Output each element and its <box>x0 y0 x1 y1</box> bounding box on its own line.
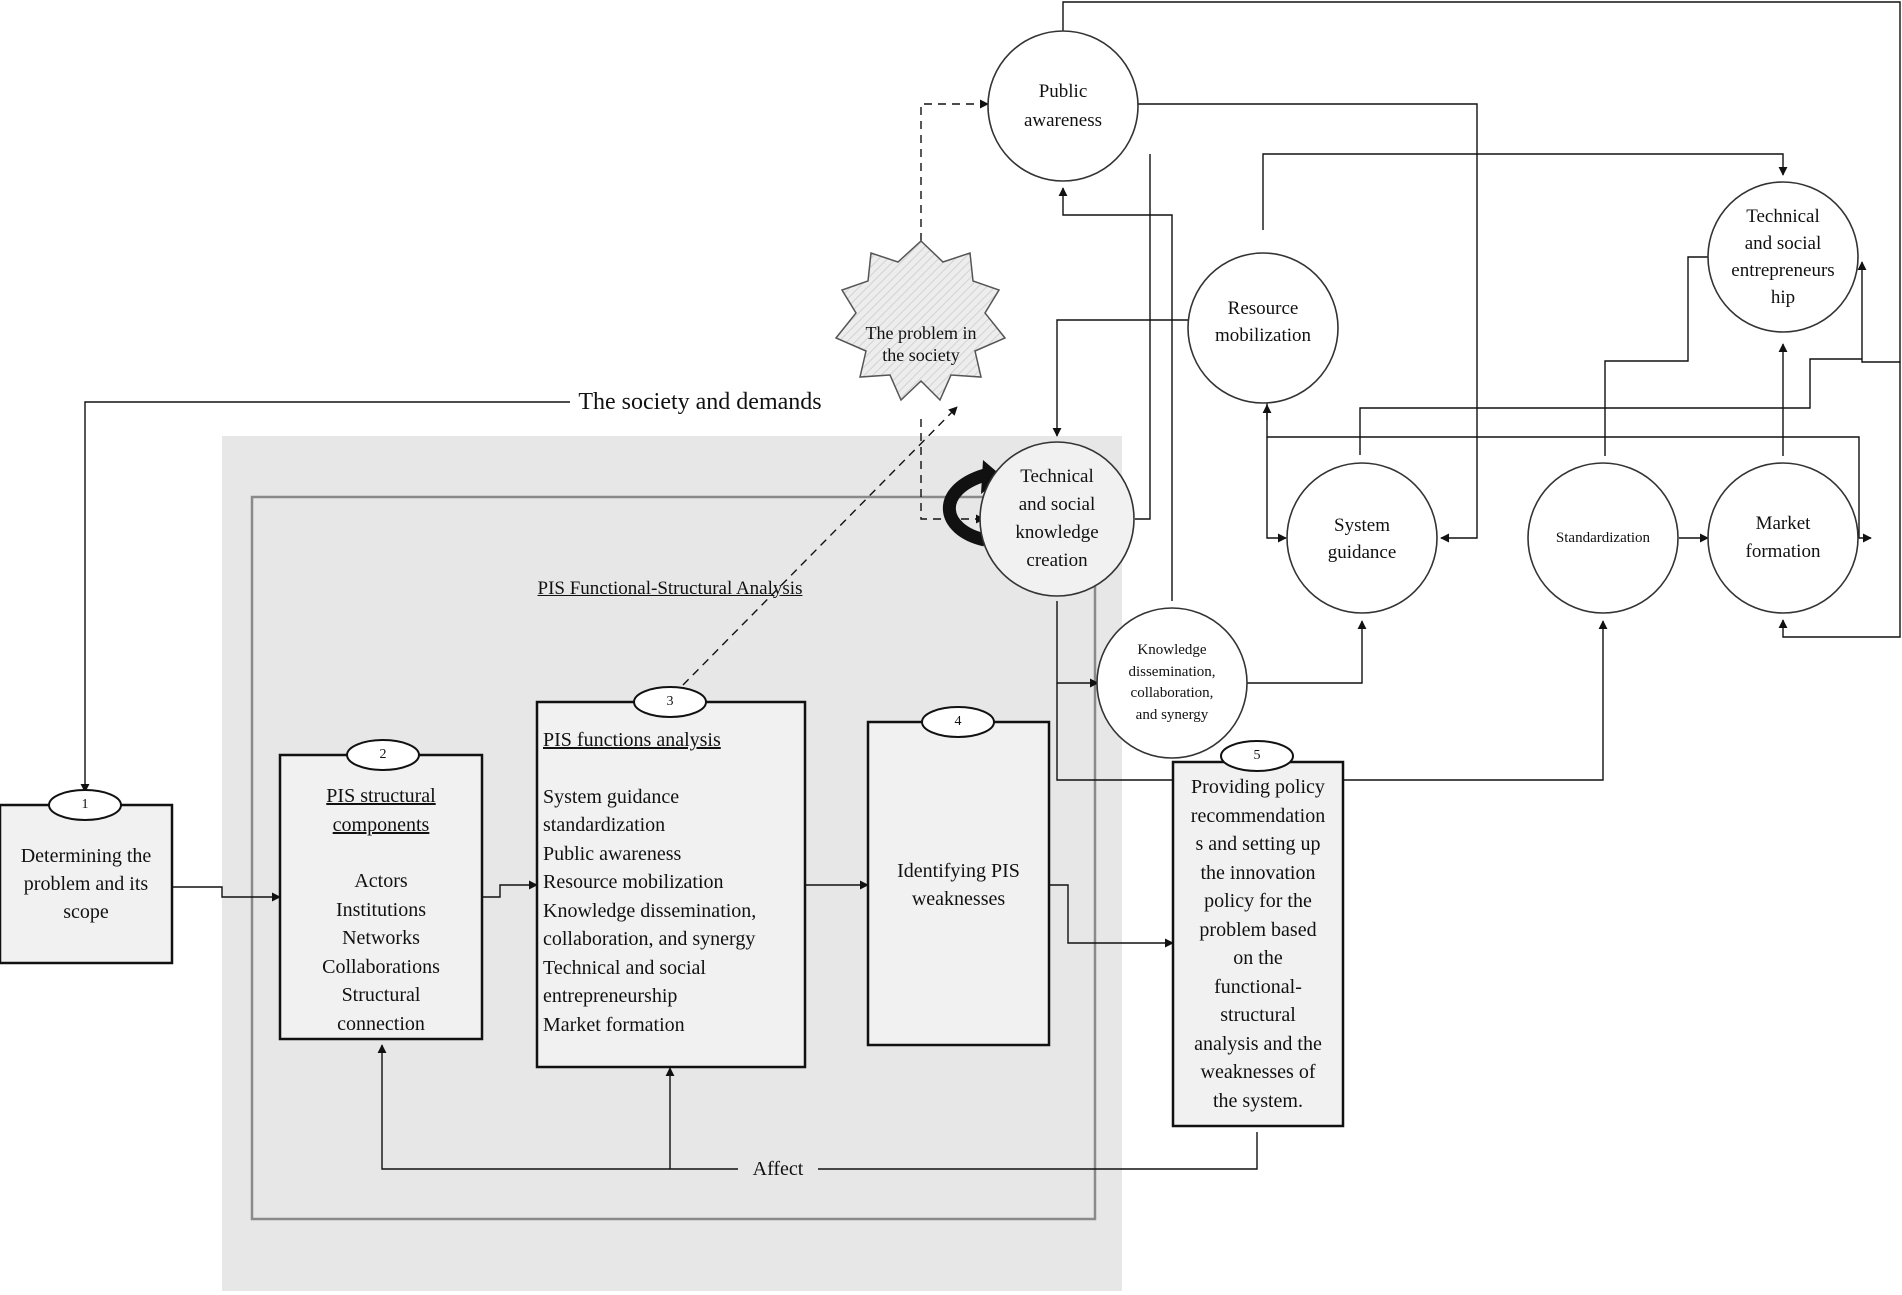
market-formation-circle <box>1707 462 1859 614</box>
step2-box <box>278 753 484 1041</box>
step1-badge <box>48 789 122 821</box>
std-to-tse <box>1604 252 1730 456</box>
analysis-frame <box>250 495 1097 1221</box>
connectors <box>80 1 1901 1170</box>
kd-to-pa <box>1058 187 1173 601</box>
problem-to-tkc-dashed <box>920 419 985 524</box>
pis-analysis-label: PIS Functional-Structural Analysis <box>537 577 803 599</box>
tech-knowledge-circle <box>979 441 1135 597</box>
problem-to-pa-dashed <box>920 99 989 241</box>
rm-to-tse <box>1262 153 1788 230</box>
market-formation-label: Market formation <box>1745 513 1821 562</box>
tech-entrepreneurship-label: Technical and social entrepreneurs hip <box>1731 206 1835 308</box>
step3-body: System guidance standardization Public a… <box>543 785 757 1036</box>
step4-badge <box>921 706 995 738</box>
step3-number: 3 <box>666 693 674 709</box>
step3-badge <box>633 686 707 718</box>
step3-to-problem-dashed <box>682 406 958 686</box>
pa-to-tse <box>1138 103 1478 543</box>
society-to-step1-arrow <box>80 401 570 793</box>
step3-title: PIS functions analysis <box>543 729 721 751</box>
tkc-to-pa <box>1135 154 1151 520</box>
knowledge-dissemination-label: Knowledge dissemination, collaboration, … <box>1128 642 1216 723</box>
tech-entrepreneurship-circle <box>1707 181 1859 333</box>
step1-text: Determining the problem and its scope <box>20 845 152 923</box>
standardization-label: Standardization <box>1555 530 1651 546</box>
step2-badge <box>346 739 420 771</box>
system-guidance-circle <box>1286 462 1438 614</box>
step2-to-step3-arrow <box>482 880 538 898</box>
loop-arrow-icon <box>942 468 988 547</box>
public-awareness-label: Public awareness <box>1023 81 1103 131</box>
public-awareness-circle <box>987 30 1139 182</box>
step4-number: 4 <box>954 713 962 729</box>
problem-starburst <box>834 239 1007 402</box>
step2-content: PIS structural components Actors Institu… <box>282 782 480 1038</box>
step1-number: 1 <box>81 796 89 812</box>
outer-top-loop <box>1062 1 1901 363</box>
to-tkc-top <box>1052 319 1188 437</box>
rm-to-sg <box>1266 437 1287 543</box>
affect-feedback-line <box>377 1044 1258 1170</box>
step2-title: PIS structural components <box>326 785 436 836</box>
step1-box <box>0 803 174 965</box>
step5-box <box>1171 760 1345 1128</box>
loop-to-mf <box>1778 362 1901 638</box>
system-guidance-label: System guidance <box>1327 515 1397 563</box>
step2-number: 2 <box>379 746 387 762</box>
step5-number: 5 <box>1253 747 1261 763</box>
affect-label: Affect <box>738 1156 818 1182</box>
resource-mobilization-label: Resource mobilization <box>1214 298 1312 346</box>
step3-content: PIS functions analysis System guidance s… <box>543 726 799 1039</box>
sg-to-tkc <box>1359 358 1862 455</box>
step5-text: Providing policy recommendation s and se… <box>1190 776 1326 1112</box>
knowledge-dissemination-circle <box>1096 607 1248 759</box>
step4-text: Identifying PIS weaknesses <box>897 860 1020 910</box>
step2-body: Actors Institutions Networks Collaborati… <box>322 870 440 1035</box>
step4-to-step5-arrow <box>1049 884 1174 948</box>
standardization-circle <box>1527 462 1679 614</box>
society-demands-label: The society and demands <box>570 386 830 418</box>
kd-to-sg <box>1247 620 1367 684</box>
tech-knowledge-label: Technical and social knowledge creation <box>1015 466 1099 571</box>
problem-in-society-label: The problem in the society <box>865 323 977 365</box>
rm-sg-link <box>1266 403 1872 543</box>
step5-badge <box>1220 740 1294 772</box>
resource-mobilization-circle <box>1187 252 1339 404</box>
step4-box <box>866 720 1051 1047</box>
step1-to-step2-arrow <box>172 886 281 902</box>
